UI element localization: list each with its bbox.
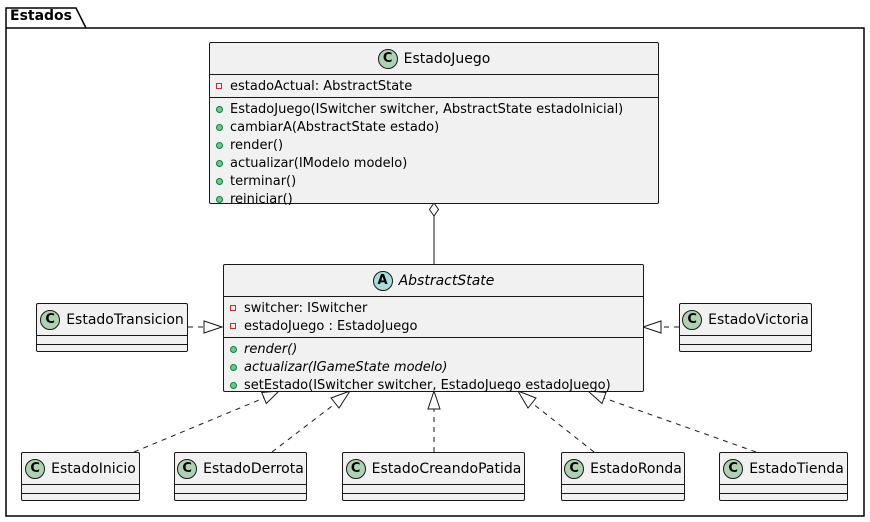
private-icon [230,305,244,311]
class-header: C EstadoInicio [22,453,139,485]
public-icon [230,363,244,371]
class-header: C EstadoCreandoPatida [343,453,524,485]
private-icon [216,83,230,89]
class-estado-derrota[interactable]: C EstadoDerrota [174,452,307,501]
class-stereotype-icon: C [377,48,398,69]
realization-edge-tienda [586,390,757,453]
methods-section [22,494,139,502]
methods-section: EstadoJuego(ISwitcher switcher, Abstract… [210,98,658,210]
class-stereotype-icon: C [723,458,744,479]
class-estado-tienda[interactable]: C EstadoTienda [719,452,848,501]
realization-edge-ronda [516,390,595,453]
class-estado-transicion[interactable]: C EstadoTransicion [36,303,188,352]
class-stereotype-icon: C [177,458,198,479]
class-header: C EstadoDerrota [175,453,306,485]
method-row: actualizar(IGameState modelo) [230,358,637,376]
class-estado-victoria[interactable]: C EstadoVictoria [679,303,812,352]
package-frame [5,7,865,517]
public-icon [216,123,230,131]
realization-edge-transicion [188,320,224,334]
class-name: EstadoRonda [590,460,682,477]
attribute-row: estadoJuego : EstadoJuego [230,317,637,335]
methods-section [343,494,524,502]
abstract-stereotype-icon: A [372,270,393,291]
class-stereotype-icon: C [564,458,585,479]
private-icon [230,323,244,329]
class-header: C EstadoVictoria [680,304,811,336]
methods-section [37,345,187,353]
method-row: render() [216,136,652,154]
class-stereotype-icon: C [345,458,366,479]
public-icon [230,381,244,389]
attributes-section [22,485,139,494]
methods-section [562,494,684,502]
class-estado-juego[interactable]: C EstadoJuego estadoActual: AbstractStat… [209,42,659,207]
public-icon [216,141,230,149]
methods-section [680,345,811,353]
public-icon [216,105,230,113]
aggregation-edge [428,202,440,264]
public-icon [230,345,244,353]
class-stereotype-icon: C [25,458,46,479]
class-name: EstadoVictoria [708,311,809,328]
public-icon [216,195,230,203]
class-name: EstadoInicio [51,460,136,477]
package-label: Estados [10,8,73,24]
method-row: cambiarA(AbstractState estado) [216,118,652,136]
class-header: C EstadoTransicion [37,304,187,336]
realization-edge-creando-patida [427,389,441,452]
class-name: EstadoDerrota [203,460,304,477]
attributes-section [680,336,811,345]
class-name: EstadoTienda [749,460,844,477]
attributes-section [343,485,524,494]
attributes-section [720,485,847,494]
method-row: reiniciar() [216,190,652,208]
methods-section [720,494,847,502]
method-row: EstadoJuego(ISwitcher switcher, Abstract… [216,100,652,118]
attribute-row: switcher: ISwitcher [230,299,637,317]
attributes-section [562,485,684,494]
class-estado-inicio[interactable]: C EstadoInicio [21,452,140,501]
method-row: terminar() [216,172,652,190]
class-header: C EstadoTienda [720,453,847,485]
class-header: C EstadoRonda [562,453,684,485]
attributes-section [37,336,187,345]
attributes-section [175,485,306,494]
aggregation-diamond [428,202,440,217]
class-estado-ronda[interactable]: C EstadoRonda [561,452,685,501]
class-name: EstadoTransicion [66,311,184,328]
methods-section [175,494,306,502]
realization-edge-inicio [133,390,281,453]
class-name: EstadoJuego [403,50,491,67]
class-stereotype-icon: C [682,309,703,330]
realization-edge-victoria [641,320,679,334]
class-estado-creando-patida[interactable]: C EstadoCreandoPatida [342,452,525,501]
class-header: C EstadoJuego [210,43,658,75]
method-row: actualizar(IModelo modelo) [216,154,652,172]
method-row: setEstado(ISwitcher switcher, EstadoJueg… [230,376,637,394]
attributes-section: switcher: ISwitcher estadoJuego : Estado… [224,297,643,338]
class-name: EstadoCreandoPatida [371,460,522,477]
methods-section: render() actualizar(IGameState modelo) s… [224,338,643,396]
class-header: A AbstractState [224,265,643,297]
attribute-row: estadoActual: AbstractState [216,77,652,95]
class-name: AbstractState [398,272,495,289]
class-abstract-state[interactable]: A AbstractState switcher: ISwitcher esta… [223,264,644,393]
method-row: render() [230,340,637,358]
class-stereotype-icon: C [40,309,61,330]
public-icon [216,159,230,167]
public-icon [216,177,230,185]
attributes-section: estadoActual: AbstractState [210,75,658,98]
realization-edge-derrota [271,390,352,453]
